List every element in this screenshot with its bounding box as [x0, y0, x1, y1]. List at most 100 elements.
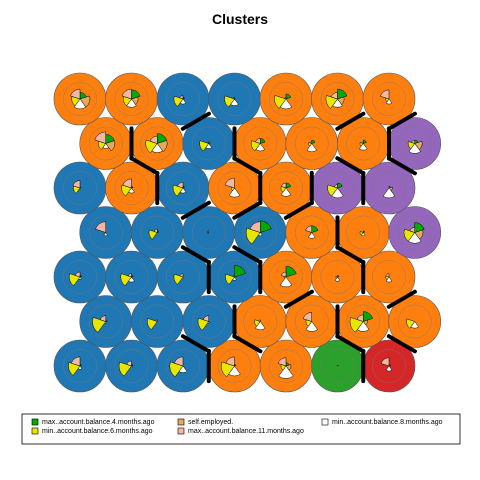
som-unit — [130, 117, 184, 170]
segment-max-account-balance-11-months-ago — [309, 141, 312, 144]
unit-reference-circle — [191, 304, 226, 339]
unit-reference-circle — [166, 171, 200, 205]
segment-self-employed — [105, 140, 116, 152]
unit-reference-circle — [88, 304, 123, 339]
segment-min-account-balance-8-months-ago — [408, 143, 421, 154]
segment-max-account-balance-11-months-ago — [121, 88, 132, 100]
unit-reference-circle — [320, 171, 355, 205]
unit-reference-circle — [114, 171, 149, 205]
segment-max-account-balance-11-months-ago — [302, 312, 312, 322]
segment-min-account-balance-6-months-ago — [199, 140, 210, 152]
segment-min-account-balance-8-months-ago — [73, 98, 87, 110]
som-unit — [105, 339, 158, 393]
segment-min-account-balance-8-months-ago — [228, 187, 241, 198]
unit-reference-circle — [372, 349, 406, 383]
som-unit — [336, 295, 390, 348]
unit-reference-circle — [397, 304, 432, 339]
segment-min-account-balance-8-months-ago — [255, 321, 266, 331]
cluster-boundary-segment — [180, 111, 211, 131]
unit-reference-circle — [166, 82, 200, 116]
segment-max-account-balance-11-months-ago — [380, 357, 390, 367]
cluster-boundary-segment — [232, 200, 263, 220]
unit-reference-circle — [397, 215, 432, 250]
unit-reference-circle — [243, 215, 278, 250]
segment-max-account-balance-11-months-ago — [277, 357, 287, 367]
segment-max-account-balance-11-months-ago — [155, 319, 158, 322]
som-unit — [311, 72, 364, 126]
legend-label: self.employed. — [188, 419, 233, 426]
unit-reference-circle — [217, 349, 252, 383]
unit-reference-circle — [372, 260, 406, 294]
segment-max-account-balance-11-months-ago — [330, 92, 338, 100]
som-unit — [362, 72, 416, 126]
segment-min-account-balance-6-months-ago — [325, 95, 338, 109]
legend-label: min..account.balance.8.months.ago — [332, 419, 443, 426]
segment-min-account-balance-6-months-ago — [120, 273, 132, 287]
cluster-boundary-segment — [232, 156, 263, 176]
som-unit — [156, 250, 210, 304]
unit-reference-circle — [372, 171, 406, 205]
segment-max-account-balance-4-months-ago — [337, 182, 343, 189]
unit-reference-circle — [269, 349, 303, 383]
unit-reference-circle — [140, 215, 175, 250]
segment-max-account-balance-11-months-ago — [179, 95, 184, 100]
som-unit — [79, 117, 133, 170]
som-unit — [259, 161, 313, 215]
som-unit — [233, 117, 287, 170]
segment-min-account-balance-6-months-ago — [245, 227, 261, 245]
segment-max-account-balance-11-months-ago — [70, 356, 81, 367]
cluster-boundary-segment — [232, 245, 263, 265]
unit-reference-circle — [294, 304, 329, 339]
segment-min-account-balance-6-months-ago — [406, 318, 416, 329]
unit-reference-circle — [191, 126, 226, 161]
segment-min-account-balance-6-months-ago — [403, 228, 416, 242]
unit-reference-circle — [63, 260, 97, 294]
segment-max-account-balance-11-months-ago — [305, 225, 312, 233]
segment-min-account-balance-8-months-ago — [385, 276, 393, 283]
unit-reference-circle — [397, 126, 432, 161]
cluster-boundary-segment — [180, 334, 211, 354]
som-unit — [388, 295, 442, 348]
segment-min-account-balance-6-months-ago — [327, 184, 338, 197]
som-unit — [388, 206, 442, 259]
segment-min-account-balance-8-months-ago — [382, 187, 396, 199]
segment-min-account-balance-6-months-ago — [274, 95, 287, 109]
unit-reference-circle — [88, 126, 123, 161]
segment-min-account-balance-8-months-ago — [358, 143, 368, 151]
unit-reference-circle — [346, 304, 381, 339]
unit-reference-circle — [269, 82, 303, 116]
segment-max-account-balance-11-months-ago — [206, 141, 209, 144]
som-unit — [362, 161, 416, 215]
segment-min-account-balance-6-months-ago — [148, 229, 158, 240]
som-unit — [53, 339, 107, 393]
segment-min-account-balance-6-months-ago — [349, 317, 364, 333]
chart-title: Clusters — [212, 11, 268, 27]
segment-min-account-balance-6-months-ago — [147, 318, 158, 330]
segment-max-account-balance-11-months-ago — [128, 273, 132, 278]
unit-reference-circle — [166, 260, 200, 294]
unit-reference-circle — [217, 171, 252, 205]
cluster-boundary-segment — [283, 200, 314, 220]
unit-reference-circle — [140, 304, 175, 339]
som-unit — [130, 206, 184, 259]
legend-label: max..account.balance.11.months.ago — [188, 428, 304, 435]
segment-max-account-balance-11-months-ago — [70, 88, 81, 100]
cluster-boundary-segment — [180, 200, 211, 220]
segment-max-account-balance-4-months-ago — [363, 139, 367, 144]
unit-reference-circle — [346, 215, 381, 250]
segment-min-account-balance-8-months-ago — [305, 321, 318, 332]
segment-min-account-balance-8-months-ago — [307, 232, 316, 239]
som-unit — [53, 250, 107, 304]
segment-max-account-balance-11-months-ago — [411, 139, 415, 144]
segment-max-account-balance-11-months-ago — [258, 319, 261, 322]
unit-reference-circle — [294, 215, 329, 250]
cluster-boundary-segment — [335, 156, 366, 176]
unit-reference-circle — [166, 349, 200, 383]
cluster-boundary-segment — [232, 334, 263, 354]
som-unit — [208, 161, 261, 215]
segment-max-account-balance-11-months-ago — [379, 89, 390, 100]
segment-min-account-balance-8-months-ago — [278, 365, 294, 379]
som-unit — [130, 295, 184, 348]
segment-min-account-balance-6-months-ago — [197, 317, 210, 331]
